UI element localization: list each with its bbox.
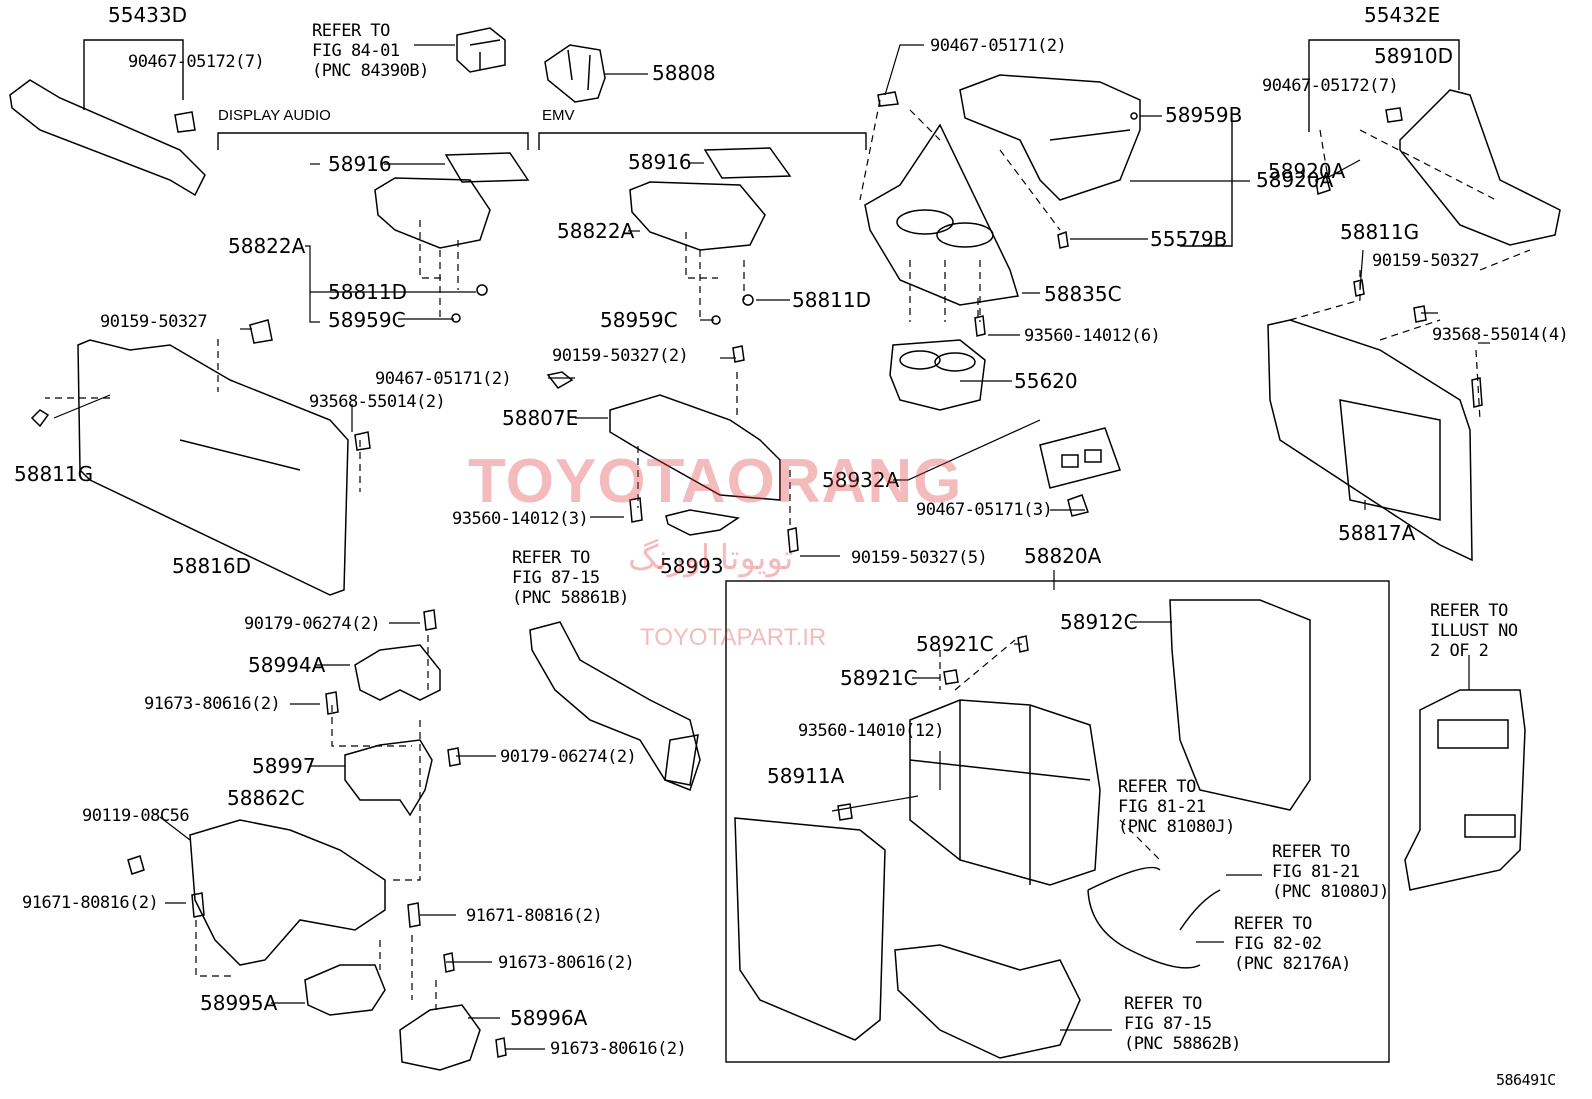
- part-label[interactable]: 58808: [652, 61, 716, 85]
- part-label[interactable]: 90467-05171(3): [916, 500, 1053, 520]
- part-label[interactable]: 58807E: [502, 406, 579, 430]
- part-label[interactable]: 58811G: [1340, 220, 1420, 244]
- part-label[interactable]: 58959C: [328, 308, 406, 332]
- refer-note-84-01[interactable]: REFER TO FIG 84-01 (PNC 84390B): [312, 21, 429, 81]
- part-label[interactable]: 90159-50327(2): [552, 346, 689, 366]
- watermark-text: TOYOTAORANG: [468, 447, 963, 516]
- part-label[interactable]: 91673-80616(2): [550, 1039, 687, 1059]
- watermark-url: TOYOTAPART.IR: [640, 624, 827, 651]
- part-label[interactable]: 90467-05172(7): [128, 52, 265, 72]
- part-label[interactable]: 93568-55014(4): [1432, 325, 1569, 345]
- part-label[interactable]: 91671-80816(2): [22, 893, 159, 913]
- part-label[interactable]: 90119-08C56: [82, 806, 190, 826]
- part-label[interactable]: 58911A: [767, 764, 845, 788]
- part-label[interactable]: 58920A: [1256, 168, 1334, 192]
- part-label[interactable]: 90159-50327: [100, 312, 208, 332]
- refer-note-87-15-a[interactable]: REFER TO FIG 87-15 (PNC 58861B): [512, 548, 629, 608]
- part-label[interactable]: 93560-14012(6): [1024, 326, 1161, 346]
- part-label[interactable]: 58835C: [1044, 282, 1122, 306]
- part-label[interactable]: 93568-55014(2): [309, 392, 446, 412]
- refer-note-81-21-a[interactable]: REFER TO FIG 81-21 (PNC 81080J): [1118, 777, 1235, 837]
- part-label[interactable]: 91673-80616(2): [498, 953, 635, 973]
- part-label[interactable]: 58811G: [14, 462, 94, 486]
- part-label[interactable]: 58820A: [1024, 544, 1102, 568]
- part-label[interactable]: 58916: [628, 150, 692, 174]
- part-label[interactable]: 93560-14012(3): [452, 509, 589, 529]
- part-label[interactable]: 91673-80616(2): [144, 694, 281, 714]
- part-label[interactable]: 58959B: [1165, 103, 1243, 127]
- part-label[interactable]: 58920A: [1268, 159, 1346, 183]
- part-label[interactable]: 58817A: [1338, 521, 1416, 545]
- part-label[interactable]: 58997: [252, 754, 316, 778]
- bracket-lines: [83, 39, 1460, 1063]
- part-label[interactable]: 90467-05171(2): [930, 36, 1067, 56]
- part-label[interactable]: 58996A: [510, 1006, 588, 1030]
- part-label[interactable]: 93560-14010(12): [798, 721, 945, 741]
- part-label[interactable]: 90179-06274(2): [244, 614, 381, 634]
- part-label[interactable]: 58811D: [792, 288, 872, 312]
- watermark-persian: تویوتا اورنگ: [628, 539, 794, 577]
- section-display-audio: DISPLAY AUDIO: [218, 107, 331, 124]
- part-label[interactable]: 58994A: [248, 653, 326, 677]
- section-emv: EMV: [542, 107, 575, 124]
- part-label[interactable]: 58916: [328, 152, 392, 176]
- part-label[interactable]: 58912C: [1060, 610, 1138, 634]
- refer-note-illust[interactable]: REFER TO ILLUST NO 2 OF 2: [1430, 601, 1518, 661]
- part-label[interactable]: 55432E: [1364, 3, 1441, 27]
- leader-lines: [53, 44, 1490, 1050]
- part-label[interactable]: 58822A: [228, 234, 306, 258]
- part-label[interactable]: 55620: [1014, 369, 1078, 393]
- refer-note-81-21-b[interactable]: REFER TO FIG 81-21 (PNC 81080J): [1272, 842, 1389, 902]
- part-label[interactable]: 90179-06274(2): [500, 747, 637, 767]
- part-label[interactable]: 55579B: [1150, 227, 1228, 251]
- component-outlines: [9, 27, 1561, 1071]
- part-label[interactable]: 58816D: [172, 554, 252, 578]
- part-label[interactable]: 58921C: [840, 666, 918, 690]
- part-label[interactable]: 90159-50327: [1372, 251, 1480, 271]
- part-label[interactable]: 91671-80816(2): [466, 906, 603, 926]
- part-label[interactable]: 58822A: [557, 219, 635, 243]
- part-label[interactable]: 90467-05172(7): [1262, 76, 1399, 96]
- refer-note-82-02[interactable]: REFER TO FIG 82-02 (PNC 82176A): [1234, 914, 1351, 974]
- part-label[interactable]: 90159-50327(5): [851, 548, 988, 568]
- diagram-id: 586491C: [1496, 1071, 1556, 1089]
- part-label[interactable]: 58910D: [1374, 44, 1454, 68]
- part-label[interactable]: 58995A: [200, 991, 278, 1015]
- part-label[interactable]: 58811D: [328, 280, 408, 304]
- part-label[interactable]: 90467-05171(2): [375, 369, 512, 389]
- part-label[interactable]: 58993: [660, 554, 724, 578]
- part-label[interactable]: 58862C: [227, 786, 305, 810]
- part-label[interactable]: 58932A: [822, 468, 900, 492]
- part-label[interactable]: 55433D: [108, 3, 188, 27]
- refer-note-87-15-b[interactable]: REFER TO FIG 87-15 (PNC 58862B): [1124, 994, 1241, 1054]
- part-label[interactable]: 58921C: [916, 632, 994, 656]
- part-label[interactable]: 58959C: [600, 308, 678, 332]
